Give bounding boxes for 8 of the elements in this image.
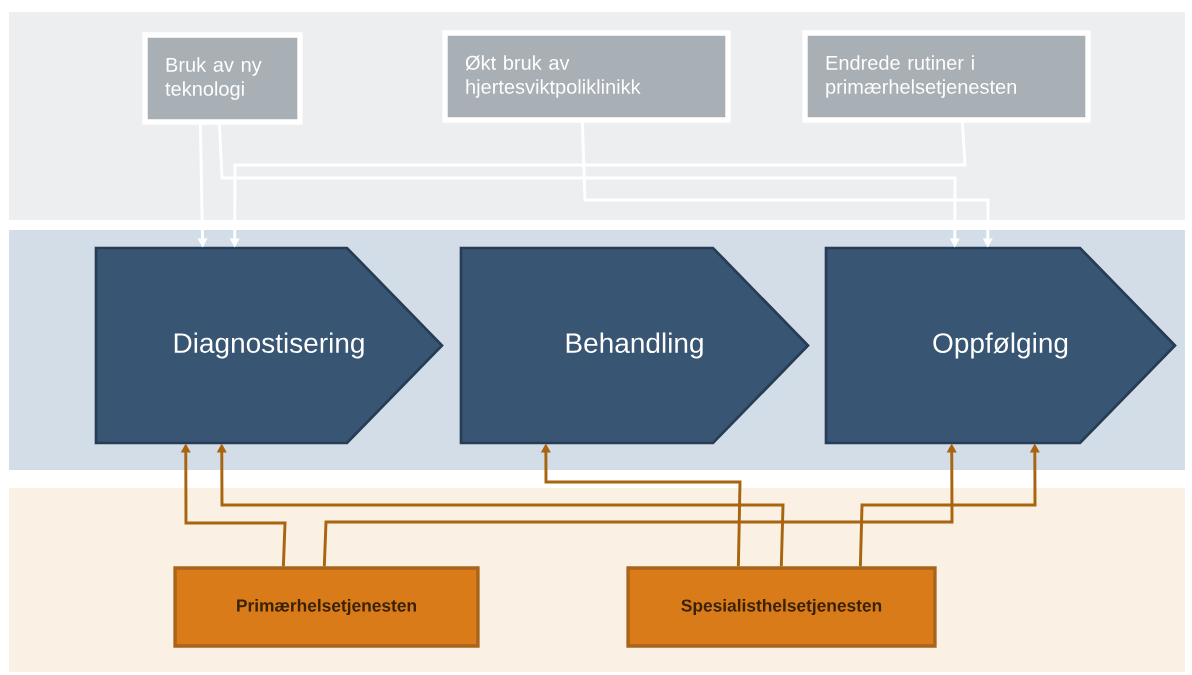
process-step-box: Oppfølging xyxy=(824,246,1177,445)
factor-box: Økt bruk av hjertesviktpoliklinikk xyxy=(442,30,731,123)
factor-box: Bruk av ny teknologi xyxy=(142,32,303,125)
actor-box: Spesialisthelsetjenesten xyxy=(626,566,937,648)
process-step-box: Diagnostisering xyxy=(94,246,444,445)
actor-box: Primærhelsetjenesten xyxy=(173,566,480,648)
process-step-box: Behandling xyxy=(459,246,810,445)
factor-box: Endrede rutiner i primærhelsetjenesten xyxy=(802,30,1091,123)
